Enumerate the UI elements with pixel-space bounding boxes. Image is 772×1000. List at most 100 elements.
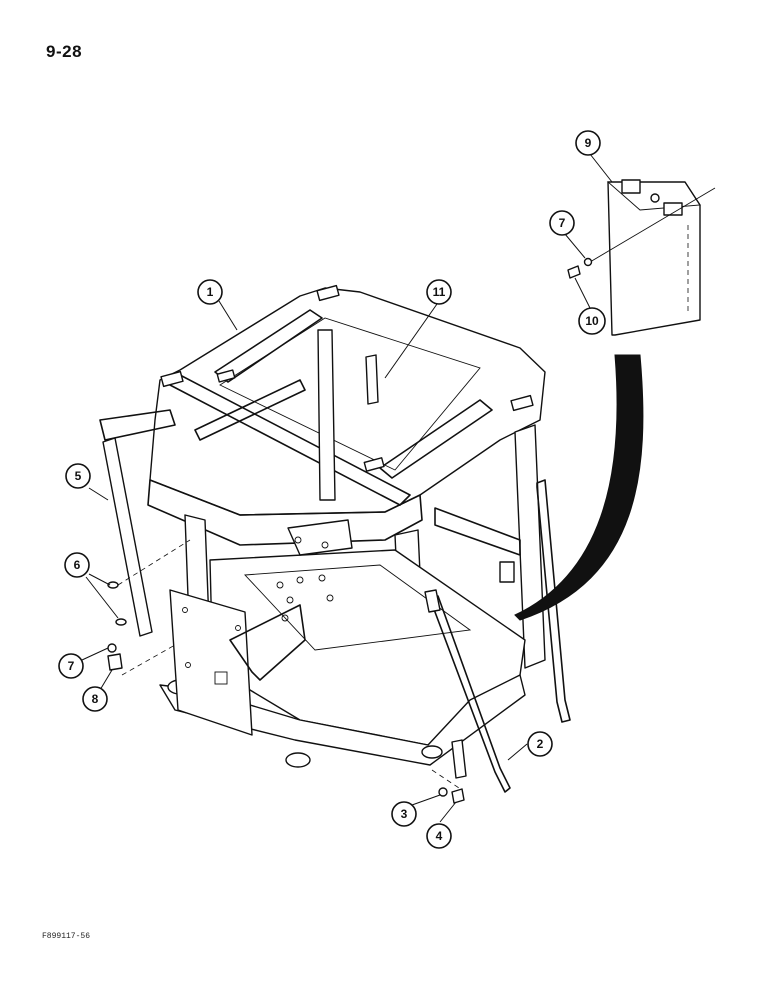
clip-8 bbox=[107, 653, 123, 671]
callout-11: 11 bbox=[426, 279, 452, 305]
frame-mount-eye-center bbox=[285, 752, 311, 768]
svg-text:9: 9 bbox=[585, 136, 592, 150]
trim-strip bbox=[102, 437, 153, 637]
callout-2: 2 bbox=[527, 731, 553, 757]
frame-top-ring bbox=[149, 287, 546, 516]
plate-hole-2 bbox=[185, 662, 191, 668]
figure-code: F899117-56 bbox=[42, 932, 91, 941]
plate-bracket bbox=[229, 604, 306, 681]
callout-5: 5 bbox=[65, 463, 91, 489]
frame-crossbar-b bbox=[379, 399, 493, 479]
harness-arrow bbox=[514, 354, 644, 621]
svg-text:8: 8 bbox=[92, 692, 99, 706]
relay-mount-axis bbox=[589, 187, 716, 263]
frame-corner-pad-1 bbox=[316, 284, 340, 302]
frame-front-skirt bbox=[147, 479, 423, 546]
callout-leaders bbox=[81, 153, 613, 823]
frame-floor-panel bbox=[244, 564, 472, 651]
screw-6a bbox=[107, 581, 119, 589]
leader-6b bbox=[85, 576, 119, 619]
floor-hole-1 bbox=[276, 581, 284, 589]
relay-module-assembly bbox=[567, 179, 716, 336]
leader-4 bbox=[439, 801, 457, 823]
svg-text:3: 3 bbox=[401, 807, 408, 821]
leader-7-left bbox=[81, 647, 109, 661]
callout-9: 9 bbox=[575, 130, 601, 156]
frame-base-rail bbox=[159, 674, 526, 766]
svg-text:5: 5 bbox=[75, 469, 82, 483]
fastener-right-line bbox=[431, 769, 463, 791]
fastener-left-line bbox=[121, 644, 176, 676]
grab-handle-assembly bbox=[424, 589, 511, 793]
washer-7-relay bbox=[583, 257, 593, 267]
floor-hole-6 bbox=[281, 614, 289, 622]
screw-6b bbox=[115, 618, 127, 626]
callout-7-relay: 7 bbox=[549, 210, 575, 236]
svg-text:4: 4 bbox=[436, 829, 443, 843]
front-mounting-plate bbox=[169, 589, 253, 736]
frame-side-beam-left bbox=[99, 409, 176, 441]
floor-hole-3 bbox=[318, 574, 326, 582]
leader-10 bbox=[574, 277, 591, 309]
leader-6a bbox=[88, 573, 111, 586]
relay-module-top bbox=[606, 181, 701, 211]
relay-tab-1 bbox=[621, 179, 641, 194]
plate-hole-3 bbox=[235, 625, 241, 631]
fastener-group-left bbox=[107, 581, 176, 676]
skirt-bracket-hole-2 bbox=[321, 541, 329, 549]
leader-7-relay bbox=[564, 233, 586, 259]
leader-8 bbox=[99, 669, 113, 691]
leader-11 bbox=[384, 303, 438, 379]
callout-6: 6 bbox=[64, 552, 90, 578]
relay-mount-hole bbox=[650, 193, 660, 203]
floor-hole-5 bbox=[326, 594, 334, 602]
leader-1 bbox=[218, 300, 238, 331]
frame-corner-pad-2 bbox=[510, 394, 534, 412]
bolt-4 bbox=[451, 788, 465, 804]
skirt-bracket bbox=[287, 519, 353, 556]
rear-rail-bracket bbox=[499, 561, 515, 583]
decal-label bbox=[365, 354, 379, 405]
leader-3 bbox=[411, 794, 441, 806]
frame-corner-pad-3 bbox=[160, 370, 184, 388]
rear-rail-assembly bbox=[499, 479, 571, 723]
callout-7-left: 7 bbox=[58, 653, 84, 679]
callout-8: 8 bbox=[82, 686, 108, 712]
fastener-group-right bbox=[431, 769, 465, 804]
washer-7-left bbox=[107, 643, 117, 653]
rear-grab-rail bbox=[536, 479, 571, 723]
callout-1: 1 bbox=[197, 279, 223, 305]
skirt-bracket-hole-1 bbox=[294, 536, 302, 544]
leader-2 bbox=[507, 743, 528, 761]
svg-text:2: 2 bbox=[537, 737, 544, 751]
leader-5 bbox=[88, 487, 109, 501]
svg-text:1: 1 bbox=[207, 285, 214, 299]
floor-hole-2 bbox=[296, 576, 304, 584]
svg-text:6: 6 bbox=[74, 558, 81, 572]
callout-4: 4 bbox=[426, 823, 452, 849]
frame-side-beam-right bbox=[434, 507, 521, 556]
plate-slot bbox=[214, 671, 228, 685]
grab-handle bbox=[429, 595, 511, 793]
svg-text:10: 10 bbox=[585, 314, 599, 328]
frame-mount-eye-right bbox=[421, 745, 443, 759]
relay-tab-2 bbox=[663, 202, 683, 216]
floor-hole-4 bbox=[286, 596, 294, 604]
plate-hole-1 bbox=[182, 607, 188, 613]
frame-front-brace bbox=[194, 379, 306, 441]
page-number: 9-28 bbox=[46, 42, 83, 61]
frame-assembly bbox=[99, 284, 546, 768]
callout-3: 3 bbox=[391, 801, 417, 827]
leader-9 bbox=[589, 153, 613, 183]
washer-3 bbox=[438, 787, 448, 797]
svg-text:7: 7 bbox=[559, 216, 566, 230]
frame-post-rear-left bbox=[317, 329, 336, 501]
screw-10 bbox=[567, 265, 581, 279]
handle-bracket-upper bbox=[424, 589, 441, 613]
callout-10: 10 bbox=[578, 307, 606, 335]
svg-text:7: 7 bbox=[68, 659, 75, 673]
svg-text:11: 11 bbox=[433, 285, 446, 299]
frame-corner-pad-4 bbox=[363, 457, 385, 472]
